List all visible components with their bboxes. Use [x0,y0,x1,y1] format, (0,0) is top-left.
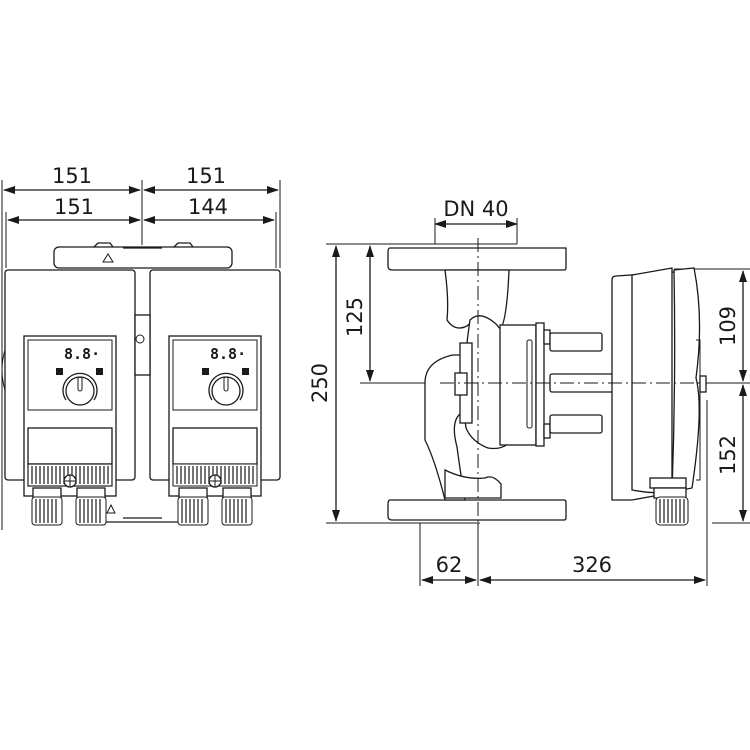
led-icon [56,368,63,375]
dim-height-half: 125 [343,297,367,337]
control-module-right: 8.8· [168,335,262,526]
dim-motor-bottom: 152 [716,435,740,475]
flow-arrow-icon [102,253,114,263]
control-knob-icon [62,372,98,406]
dim-flange-dn: DN 40 [443,197,508,221]
display-readout: 8.8· [64,345,100,363]
led-icon [202,368,209,375]
dim-length-right: 326 [572,553,612,577]
dim-offset-left: 62 [436,553,463,577]
dim-top-left: 151 [52,164,92,188]
front-view: 8.8· 8.8· [1,180,281,530]
led-icon [242,368,249,375]
display-readout: 8.8· [210,345,246,363]
led-icon [96,368,103,375]
dim-second-right: 144 [188,195,228,219]
dim-second-left: 151 [54,195,94,219]
dim-top-right: 151 [186,164,226,188]
control-knob-icon [208,372,244,406]
dim-height-total: 250 [308,363,332,403]
side-view [326,218,750,586]
dim-motor-top: 109 [716,306,740,346]
control-module-left: 8.8· [23,335,117,526]
